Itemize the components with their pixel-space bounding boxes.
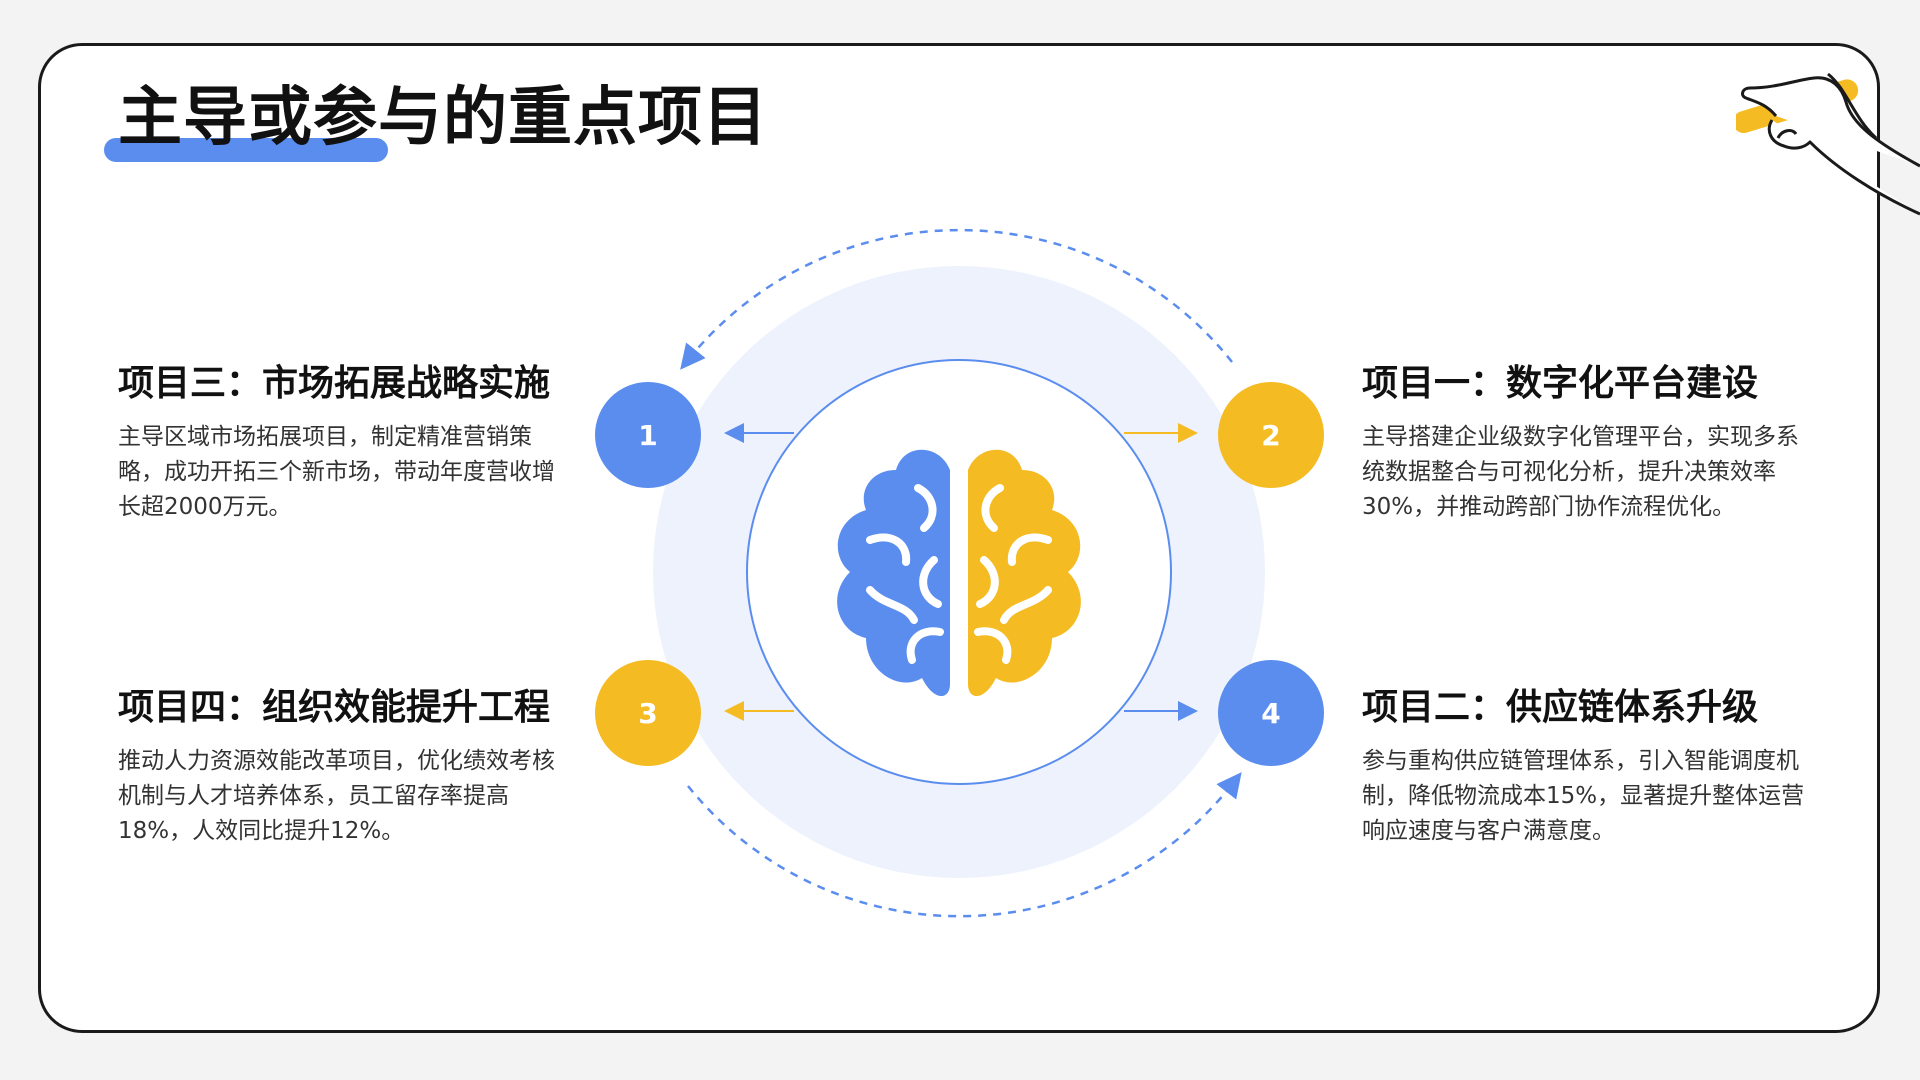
project-title: 项目四：组织效能提升工程: [118, 687, 551, 728]
project-description: 主导搭建企业级数字化管理平台，实现多系统数据整合与可视化分析，提升决策效率30%…: [1362, 424, 1799, 520]
project-description: 主导区域市场拓展项目，制定精准营销策略，成功开拓三个新市场，带动年度营收增长超2…: [118, 424, 555, 520]
hand-pencil-icon: [1736, 72, 1920, 216]
node-4: 4: [1218, 660, 1324, 766]
project-block-bottom-right: 项目二：供应链体系升级 参与重构供应链管理体系，引入智能调度机制，降低物流成本1…: [1362, 686, 1812, 849]
dashed-arc-top: [680, 228, 1233, 370]
node-2: 2: [1218, 382, 1324, 488]
node-3: 3: [595, 660, 701, 766]
inner-white-circle: [746, 359, 1172, 785]
node-1-number: 1: [638, 418, 658, 452]
project-title: 项目三：市场拓展战略实施: [118, 363, 551, 404]
page-title: 主导或参与的重点项目: [118, 81, 768, 155]
title-underline: [104, 138, 388, 162]
project-title: 项目二：供应链体系升级: [1362, 687, 1759, 728]
project-title: 项目一：数字化平台建设: [1362, 363, 1759, 404]
project-description: 参与重构供应链管理体系，引入智能调度机制，降低物流成本15%，显著提升整体运营响…: [1362, 748, 1805, 844]
node-3-number: 3: [638, 696, 658, 730]
brain-icon: [837, 449, 1081, 697]
node-1: 1: [595, 382, 701, 488]
project-block-bottom-left: 项目四：组织效能提升工程 推动人力资源效能改革项目，优化绩效考核机制与人才培养体…: [118, 686, 568, 849]
project-block-top-left: 项目三：市场拓展战略实施 主导区域市场拓展项目，制定精准营销策略，成功开拓三个新…: [118, 362, 568, 525]
dashed-arc-bottom: [687, 772, 1242, 918]
node-2-number: 2: [1261, 418, 1281, 452]
project-description: 推动人力资源效能改革项目，优化绩效考核机制与人才培养体系，员工留存率提高18%，…: [118, 748, 555, 844]
node-4-number: 4: [1261, 696, 1281, 730]
project-block-top-right: 项目一：数字化平台建设 主导搭建企业级数字化管理平台，实现多系统数据整合与可视化…: [1362, 362, 1812, 525]
